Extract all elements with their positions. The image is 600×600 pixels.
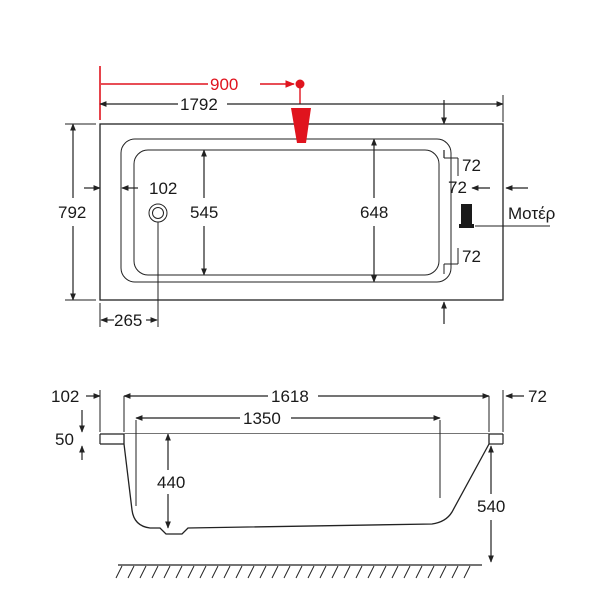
floor-hatch-mark — [223, 565, 231, 579]
bottom-length-label: 1350 — [243, 409, 281, 428]
rim-thickness-label: 50 — [55, 430, 74, 449]
floor-hatch-mark — [187, 565, 195, 579]
floor-hatch-mark — [331, 565, 339, 579]
rim-right-label: 72 — [528, 387, 547, 406]
side-view: 1618 1350 102 72 50 440 540 — [51, 387, 547, 579]
motor-label: Μοτέρ — [508, 204, 555, 223]
tub-basin-outline — [133, 149, 440, 276]
floor-hatch-mark — [451, 565, 459, 579]
floor-hatch-mark — [163, 565, 171, 579]
floor-hatch-mark — [367, 565, 375, 579]
floor-hatch-mark — [247, 565, 255, 579]
floor-hatch-mark — [295, 565, 303, 579]
top-view: 900 1792 792 102 545 648 265 — [58, 66, 555, 330]
floor-hatch-mark — [235, 565, 243, 579]
rim-left-label: 102 — [51, 387, 79, 406]
inner-depth-label: 440 — [157, 473, 185, 492]
floor-hatch-mark — [463, 565, 471, 579]
floor-hatch-mark — [199, 565, 207, 579]
width-outer-label: 792 — [58, 203, 86, 222]
floor-hatch-mark — [427, 565, 435, 579]
floor-hatch-mark — [259, 565, 267, 579]
inner-width-deep-label: 648 — [360, 203, 388, 222]
floor-hatch-mark — [139, 565, 147, 579]
motor-icon — [459, 204, 474, 228]
floor-hatch-mark — [151, 565, 159, 579]
drain-offset-label: 265 — [114, 311, 142, 330]
floor-hatch-mark — [175, 565, 183, 579]
wall-right-top-label: 72 — [462, 156, 481, 175]
faucet-icon — [291, 79, 311, 143]
floor-hatch-mark — [415, 565, 423, 579]
floor-hatch-mark — [379, 565, 387, 579]
floor-hatch-mark — [307, 565, 315, 579]
top-length-label: 1618 — [271, 387, 309, 406]
floor-hatch-mark — [319, 565, 327, 579]
length-outer-label: 1792 — [180, 95, 218, 114]
tub-side-profile — [123, 434, 490, 535]
tub-rim-outline — [120, 138, 452, 283]
floor-hatch-mark — [343, 565, 351, 579]
inner-width-mid-label: 545 — [190, 203, 218, 222]
floor-hatch-mark — [391, 565, 399, 579]
floor-hatch-mark — [283, 565, 291, 579]
faucet-distance-label: 900 — [210, 75, 238, 94]
floor-hatch — [115, 565, 471, 579]
floor-hatch-mark — [271, 565, 279, 579]
total-height-label: 540 — [477, 497, 505, 516]
drain-diameter-label: 102 — [149, 179, 177, 198]
floor-hatch-mark — [355, 565, 363, 579]
drain-inner-ring — [152, 207, 164, 219]
floor-hatch-mark — [115, 565, 123, 579]
floor-hatch-mark — [127, 565, 135, 579]
wall-right-bottom-label: 72 — [462, 247, 481, 266]
floor-hatch-mark — [403, 565, 411, 579]
wall-right-mid-label: 72 — [448, 178, 467, 197]
floor-hatch-mark — [439, 565, 447, 579]
floor-hatch-mark — [211, 565, 219, 579]
